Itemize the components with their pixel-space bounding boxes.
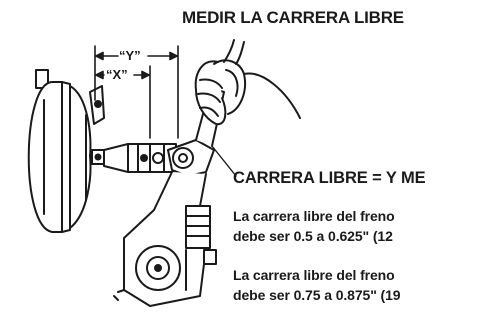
free-stroke-note-1-line-1: La carrera libre del freno [233, 208, 395, 224]
free-stroke-formula: CARRERA LIBRE = Y ME [233, 169, 426, 187]
free-stroke-note-1-line-2: debe ser 0.5 a 0.625" (12 [233, 228, 393, 244]
free-stroke-note-2-line-1: La carrera libre del freno [233, 267, 395, 283]
hand-illustration [194, 39, 301, 147]
dimension-lines [94, 45, 179, 139]
free-stroke-note-2-line-2: debe ser 0.75 a 0.875" (19 [233, 287, 401, 303]
callout-leader-line [211, 145, 237, 177]
brake-chamber-illustration [27, 69, 177, 233]
dimension-y-label: “Y” [119, 48, 141, 63]
diagram-heading: MEDIR LA CARRERA LIBRE [182, 8, 404, 27]
slack-adjuster-illustration [113, 139, 217, 307]
dimension-x-label: “X” [106, 67, 128, 82]
